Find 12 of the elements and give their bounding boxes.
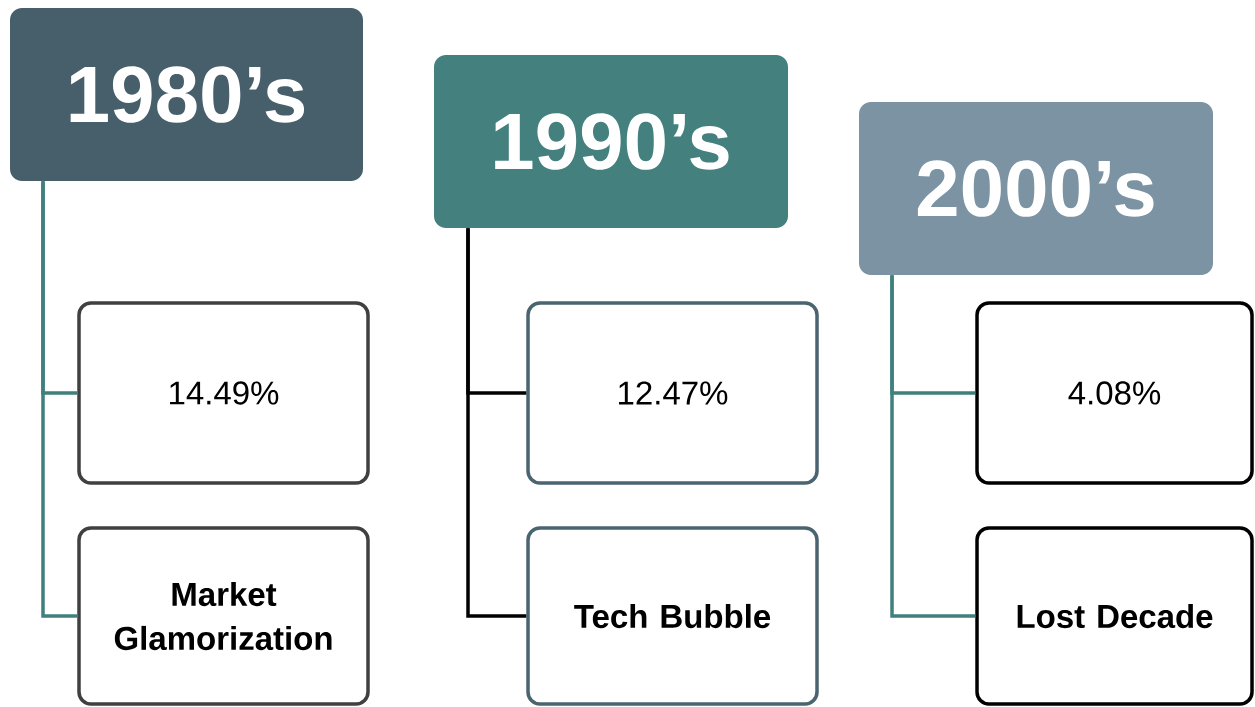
connector-line — [890, 275, 976, 618]
info-box: Market Glamorization — [77, 526, 370, 706]
decade-box: 1990’s — [434, 55, 788, 228]
info-box: Tech Bubble — [526, 526, 819, 706]
info-box: 12.47% — [526, 301, 819, 485]
connector-line — [41, 181, 78, 618]
decade-box: 1980’s — [10, 8, 363, 181]
info-box: Lost Decade — [975, 526, 1254, 706]
decade-box: 2000’s — [859, 102, 1213, 275]
info-box: 4.08% — [975, 301, 1254, 485]
info-box: 14.49% — [77, 301, 370, 485]
connector-line — [466, 228, 527, 618]
